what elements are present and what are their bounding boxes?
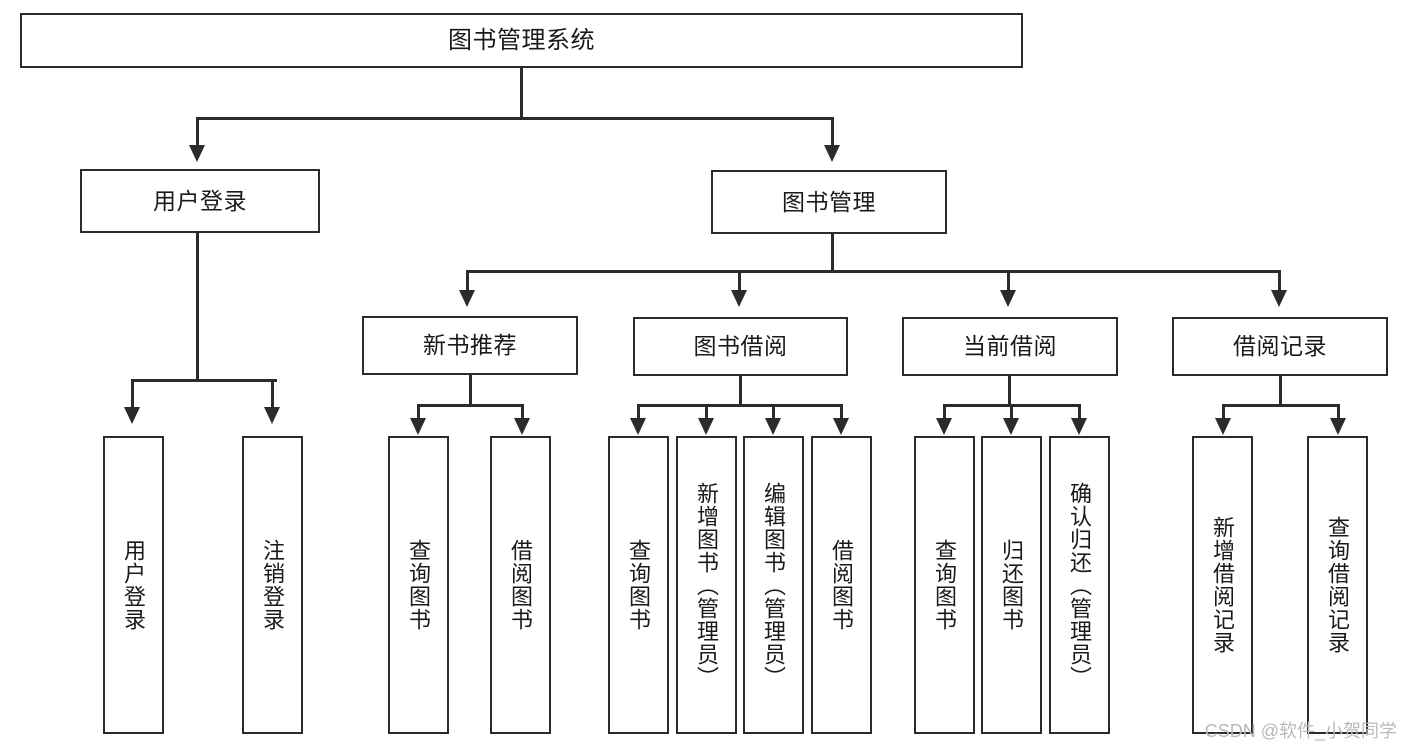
node-borrow-record-label: 借阅记录 <box>1233 333 1327 360</box>
node-new-book-recommend-label: 新书推荐 <box>423 332 517 359</box>
leaf-borrow-borrow-book[interactable]: 借阅图书 <box>811 436 872 734</box>
node-current-borrow-label: 当前借阅 <box>963 333 1057 360</box>
arrow-root-to-bookmgmt <box>824 145 840 162</box>
connector-bookmgmt-to-l3c <box>1007 270 1010 292</box>
arrow-record-to-leaf2 <box>1330 418 1346 435</box>
watermark: CSDN @软件_小贺同学 <box>1204 721 1397 741</box>
node-user-login[interactable]: 用户登录 <box>80 169 320 233</box>
arrow-bookmgmt-to-l3d <box>1271 290 1287 307</box>
leaf-borrow-query-book[interactable]: 查询图书 <box>608 436 669 734</box>
connector-record-stem <box>1279 376 1282 406</box>
connector-root-to-login <box>196 117 199 147</box>
connector-borrow-to-leaf3 <box>772 404 775 420</box>
arrow-root-to-login <box>189 145 205 162</box>
connector-record-bus <box>1222 404 1339 407</box>
leaf-current-confirm-return-label: 确认归还（管理员） <box>1067 481 1093 689</box>
node-book-borrow[interactable]: 图书借阅 <box>633 317 848 376</box>
connector-newbook-to-leaf1 <box>417 404 420 420</box>
leaf-borrow-edit-book[interactable]: 编辑图书（管理员） <box>743 436 804 734</box>
node-root-system-label: 图书管理系统 <box>448 26 595 54</box>
leaf-logout-label: 注销登录 <box>260 539 286 631</box>
leaf-borrow-borrow-book-label: 借阅图书 <box>829 539 855 631</box>
connector-record-to-leaf1 <box>1222 404 1225 420</box>
connector-borrow-to-leaf2 <box>705 404 708 420</box>
connector-current-to-leaf1 <box>943 404 946 420</box>
node-book-management[interactable]: 图书管理 <box>711 170 947 234</box>
connector-newbook-to-leaf2 <box>521 404 524 420</box>
arrow-borrow-to-leaf3 <box>765 418 781 435</box>
connector-current-to-leaf2 <box>1010 404 1013 420</box>
connector-bookmgmt-bus <box>466 270 1281 273</box>
arrow-record-to-leaf1 <box>1215 418 1231 435</box>
arrow-borrow-to-leaf2 <box>698 418 714 435</box>
leaf-current-query-book-label: 查询图书 <box>932 539 958 631</box>
arrow-current-to-leaf1 <box>936 418 952 435</box>
connector-newbook-bus <box>417 404 524 407</box>
leaf-record-add-record-label: 新增借阅记录 <box>1210 516 1236 654</box>
connector-current-to-leaf3 <box>1078 404 1081 420</box>
leaf-borrow-edit-book-label: 编辑图书（管理员） <box>761 481 787 689</box>
arrow-login-to-leaf2 <box>264 407 280 424</box>
node-current-borrow[interactable]: 当前借阅 <box>902 317 1118 376</box>
connector-login-to-leaf2 <box>271 379 274 409</box>
leaf-newbook-query-book[interactable]: 查询图书 <box>388 436 449 734</box>
connector-bookmgmt-to-l3a <box>466 270 469 292</box>
leaf-record-add-record[interactable]: 新增借阅记录 <box>1192 436 1253 734</box>
connector-borrow-to-leaf1 <box>637 404 640 420</box>
connector-borrow-to-leaf4 <box>840 404 843 420</box>
leaf-current-return-book[interactable]: 归还图书 <box>981 436 1042 734</box>
node-borrow-record[interactable]: 借阅记录 <box>1172 317 1388 376</box>
leaf-record-query-record[interactable]: 查询借阅记录 <box>1307 436 1368 734</box>
connector-current-stem <box>1008 376 1011 406</box>
leaf-record-query-record-label: 查询借阅记录 <box>1325 516 1351 654</box>
arrow-login-to-leaf1 <box>124 407 140 424</box>
arrow-current-to-leaf2 <box>1003 418 1019 435</box>
connector-bookmgmt-stem <box>831 234 834 272</box>
arrow-borrow-to-leaf1 <box>630 418 646 435</box>
leaf-newbook-query-book-label: 查询图书 <box>406 539 432 631</box>
leaf-borrow-add-book[interactable]: 新增图书（管理员） <box>676 436 737 734</box>
leaf-current-return-book-label: 归还图书 <box>999 539 1025 631</box>
leaf-logout[interactable]: 注销登录 <box>242 436 303 734</box>
connector-login-bus <box>131 379 277 382</box>
leaf-current-query-book[interactable]: 查询图书 <box>914 436 975 734</box>
connector-root-stem <box>520 67 523 119</box>
connector-borrow-bus <box>637 404 841 407</box>
leaf-newbook-borrow-book-label: 借阅图书 <box>508 539 534 631</box>
arrow-bookmgmt-to-l3b <box>731 290 747 307</box>
node-user-login-label: 用户登录 <box>153 187 247 214</box>
connector-bookmgmt-to-l3d <box>1278 270 1281 292</box>
connector-login-to-leaf1 <box>131 379 134 409</box>
arrow-newbook-to-leaf1 <box>410 418 426 435</box>
node-book-borrow-label: 图书借阅 <box>693 333 788 360</box>
connector-record-to-leaf2 <box>1337 404 1340 420</box>
leaf-borrow-add-book-label: 新增图书（管理员） <box>694 481 720 689</box>
leaf-borrow-query-book-label: 查询图书 <box>626 539 652 631</box>
arrow-newbook-to-leaf2 <box>514 418 530 435</box>
leaf-user-login-label: 用户登录 <box>121 539 147 631</box>
connector-login-stem <box>196 233 199 381</box>
connector-root-to-bookmgmt <box>831 117 834 147</box>
connector-root-bus <box>197 117 834 120</box>
arrow-bookmgmt-to-l3c <box>1000 290 1016 307</box>
node-new-book-recommend[interactable]: 新书推荐 <box>362 316 578 375</box>
leaf-current-confirm-return[interactable]: 确认归还（管理员） <box>1049 436 1110 734</box>
connector-newbook-stem <box>469 375 472 406</box>
arrow-borrow-to-leaf4 <box>833 418 849 435</box>
connector-borrow-stem <box>739 376 742 406</box>
node-book-management-label: 图书管理 <box>782 188 876 215</box>
arrow-current-to-leaf3 <box>1071 418 1087 435</box>
node-root-system[interactable]: 图书管理系统 <box>20 13 1023 68</box>
leaf-newbook-borrow-book[interactable]: 借阅图书 <box>490 436 551 734</box>
leaf-user-login[interactable]: 用户登录 <box>103 436 164 734</box>
connector-bookmgmt-to-l3b <box>738 270 741 292</box>
arrow-bookmgmt-to-l3a <box>459 290 475 307</box>
